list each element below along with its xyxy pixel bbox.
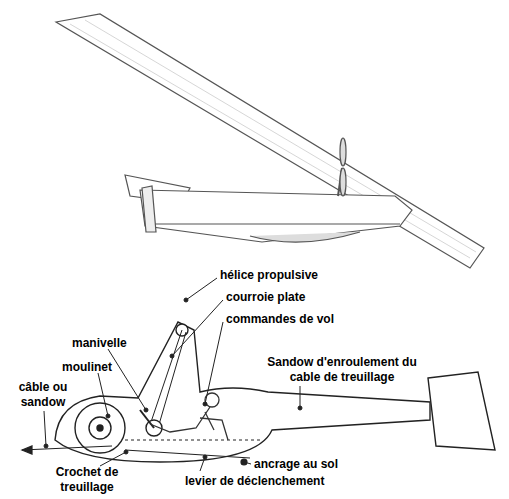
leader-line — [186, 278, 217, 300]
leader-line — [98, 373, 108, 416]
cable — [22, 446, 112, 450]
cable — [125, 450, 250, 458]
glider-side-view — [97, 425, 103, 431]
glider-3d-view — [150, 223, 400, 224]
leader-line — [100, 452, 126, 466]
glider-side-view — [150, 330, 182, 425]
glider-side-view — [428, 372, 495, 450]
part-label: Crochet de treuillage — [42, 465, 132, 495]
leader-line — [44, 278, 302, 471]
leader-line — [205, 322, 223, 404]
glider-3d-view — [250, 232, 360, 242]
part-label: moulinet — [62, 360, 112, 375]
glider-3d-view — [140, 190, 412, 242]
pilot-figure — [150, 393, 228, 440]
leader-line — [298, 406, 302, 410]
glider-3d-view — [340, 138, 346, 166]
part-label: manivelle — [72, 336, 127, 351]
leader-line — [106, 414, 110, 418]
part-label: Sandow d'enroulement du cable de treuill… — [262, 355, 422, 385]
part-label: câble ou sandow — [12, 380, 74, 410]
glider-3d-view — [85, 20, 476, 252]
glider-3d-view — [56, 14, 484, 268]
part-label: commandes de vol — [226, 312, 334, 327]
leader-line — [203, 402, 207, 406]
leader-line — [203, 455, 207, 459]
part-label: courroie plate — [226, 290, 305, 305]
glider-side-view — [89, 417, 111, 439]
part-label: ancrage au sol — [254, 457, 338, 472]
leader-line — [184, 298, 188, 302]
leader-line — [108, 349, 146, 410]
pilot-figure — [205, 412, 214, 430]
glider-3d-view — [56, 14, 484, 268]
glider-3d-view — [142, 186, 156, 232]
glider-side-view — [158, 332, 186, 428]
glider-side-view — [125, 440, 260, 441]
glider-side-view — [75, 403, 125, 453]
glider-3d-view — [70, 24, 470, 258]
glider-side-view — [55, 322, 430, 462]
leader-line — [244, 462, 251, 464]
leader-line — [170, 354, 174, 358]
part-label: hélice propulsive — [220, 268, 318, 283]
glider-side-view — [55, 322, 495, 462]
part-label: levier de déclenchement — [185, 474, 324, 489]
cable — [22, 446, 250, 465]
leader-line — [300, 386, 301, 408]
cable — [22, 446, 32, 454]
glider-3d-view — [340, 168, 346, 196]
glider-3d-view — [70, 20, 476, 258]
leader-line — [44, 444, 48, 448]
leader-line — [144, 408, 148, 412]
leader-line — [172, 300, 223, 356]
leader-line — [124, 450, 128, 454]
leader-line — [44, 411, 46, 446]
pilot-figure — [150, 407, 210, 432]
